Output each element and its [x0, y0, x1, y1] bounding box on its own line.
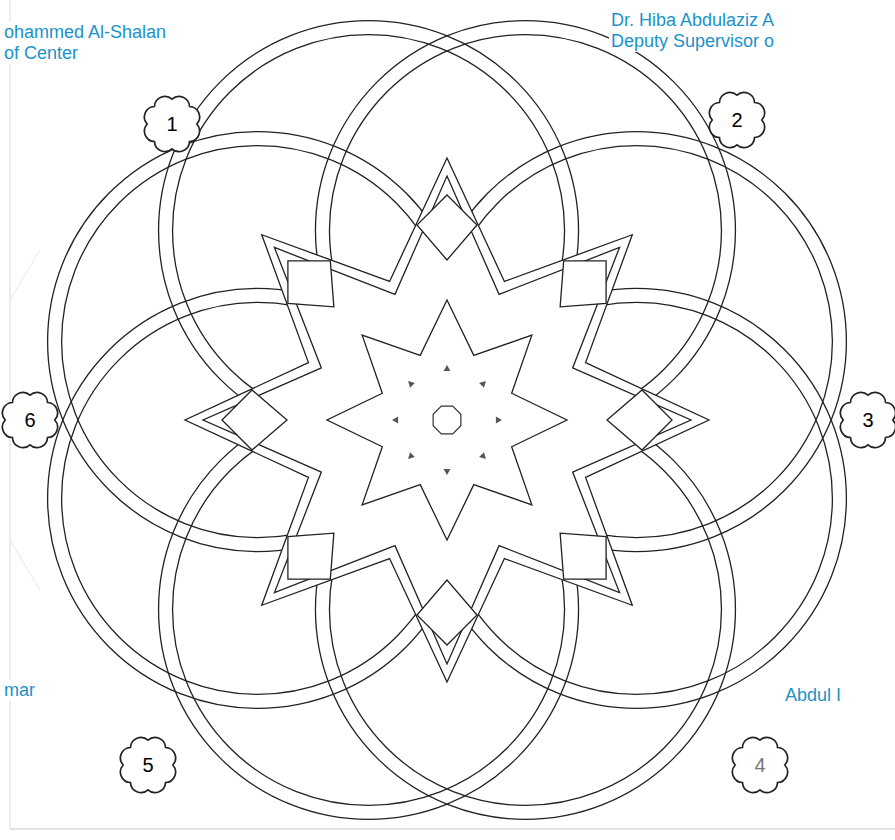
center-dot	[444, 365, 451, 371]
callout-badge: 1	[142, 94, 202, 154]
kite-shape	[417, 580, 477, 645]
ring-bands	[48, 21, 847, 820]
star-band-inner	[203, 176, 691, 664]
kite-shape	[607, 390, 672, 450]
center-dot	[479, 381, 486, 388]
center-dot	[444, 469, 451, 475]
center-dot	[408, 381, 415, 388]
name-label: Abdul I	[783, 685, 843, 706]
callout-number: 3	[838, 390, 895, 450]
name-label: Dr. Hiba Abdulaziz A	[609, 10, 776, 31]
decor-line	[10, 540, 40, 590]
center-dot	[496, 417, 502, 424]
name-label: mar	[2, 680, 37, 701]
center-dot	[479, 452, 486, 459]
inner-star	[327, 300, 567, 540]
name-label: Deputy Supervisor o	[609, 31, 776, 52]
callout-number: 5	[118, 735, 178, 795]
name-label: ohammed Al-Shalan	[2, 22, 168, 43]
kite-shape	[288, 261, 334, 307]
center-octagon	[433, 406, 461, 434]
frame-line	[10, 829, 895, 830]
decor-line	[10, 250, 40, 300]
kite-shape	[417, 195, 477, 260]
center-dot	[392, 417, 398, 424]
kite-shape	[560, 261, 606, 307]
center-dot	[408, 452, 415, 459]
kite-shape	[288, 533, 334, 579]
callout-number: 1	[142, 94, 202, 154]
callout-badge: 5	[118, 735, 178, 795]
callout-badge: 4	[730, 735, 790, 795]
callout-badge: 6	[0, 390, 60, 450]
kite-shape	[222, 390, 287, 450]
callout-number: 2	[707, 90, 767, 150]
star-band-outer	[185, 158, 709, 682]
kite-shape	[560, 533, 606, 579]
callout-badge: 2	[707, 90, 767, 150]
callout-badge: 3	[838, 390, 895, 450]
name-label: of Center	[2, 43, 80, 64]
callout-number: 6	[0, 390, 60, 450]
callout-number: 4	[730, 735, 790, 795]
